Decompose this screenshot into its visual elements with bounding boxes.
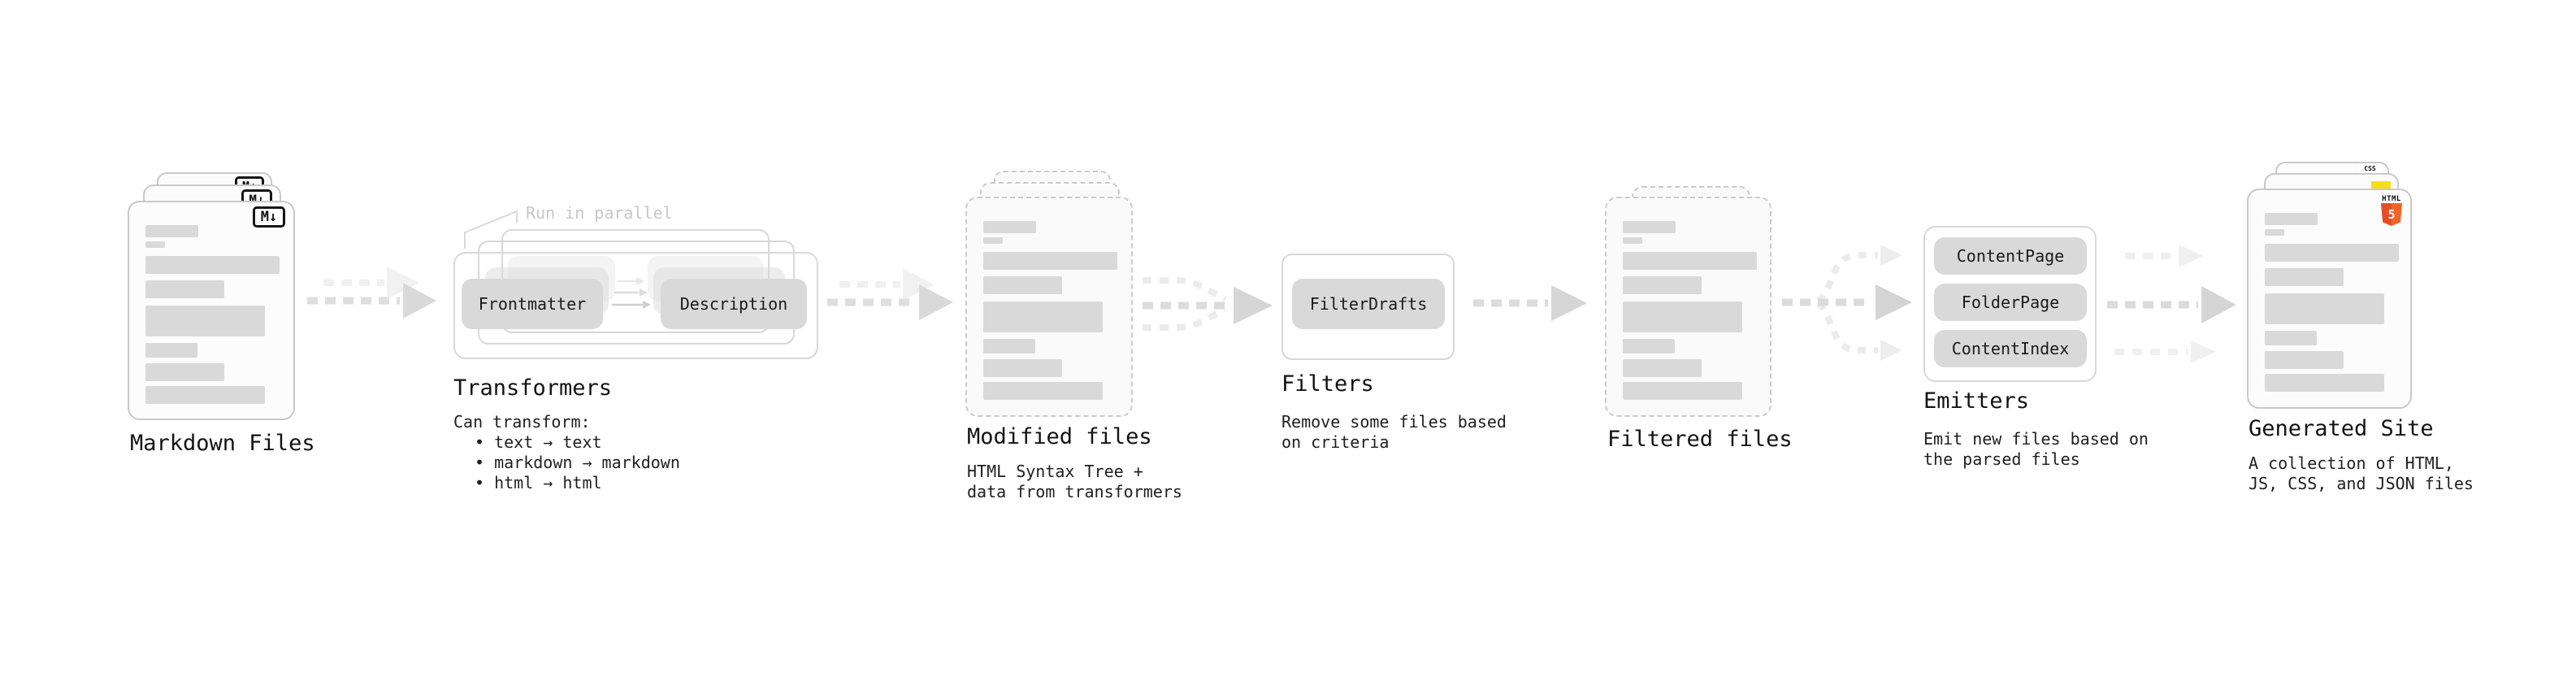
stage-label-generated-site: Generated Site	[2249, 416, 2434, 441]
text-line-placeholder	[2265, 268, 2344, 286]
parallel-arrows-icon	[612, 277, 651, 309]
description-line: • html → html	[475, 473, 602, 492]
css-badge-text: CSS	[2364, 165, 2376, 172]
run-in-parallel-caption: Run in parallel	[526, 203, 673, 223]
file-card-front: M↓	[128, 201, 295, 420]
text-line-placeholder	[983, 339, 1035, 354]
text-line-placeholder	[983, 221, 1036, 233]
stage-label-transformers: Transformers	[453, 375, 613, 401]
text-line-placeholder	[145, 225, 198, 237]
description-line: Remove some files based	[1281, 412, 1507, 432]
text-line-placeholder	[145, 306, 265, 336]
emitter-node-folderpage: FolderPage	[1934, 284, 2087, 321]
emitters-description: Emit new files based on the parsed files	[1923, 429, 2149, 470]
stage-label-filtered-files: Filtered files	[1607, 427, 1793, 452]
markdown-icon: M↓	[253, 206, 285, 228]
text-line-placeholder	[2265, 374, 2384, 392]
filters-description: Remove some files based on criteria	[1281, 412, 1507, 453]
html5-shield-highlight	[2392, 203, 2402, 226]
html5-shield: 5	[2381, 203, 2402, 226]
transformer-node-frontmatter: Frontmatter	[462, 279, 603, 329]
text-line-placeholder	[1623, 237, 1642, 244]
emitter-node-contentpage: ContentPage	[1934, 237, 2087, 275]
file-card-front	[1605, 197, 1772, 417]
text-line-placeholder	[2265, 229, 2284, 236]
description-line: • markdown → markdown	[475, 453, 680, 472]
flow-arrow	[1473, 285, 1587, 321]
text-line-placeholder	[2265, 244, 2399, 262]
annotation-leader-line	[464, 210, 518, 249]
description-line: • text → text	[475, 432, 602, 452]
description-line: JS, CSS, and JSON files	[2249, 474, 2474, 493]
description-line: data from transformers	[967, 482, 1182, 501]
text-line-placeholder	[2265, 213, 2318, 225]
html5-badge-number: 5	[2387, 207, 2396, 222]
flow-arrow	[307, 267, 436, 319]
html5-badge-text: HTML	[2382, 195, 2401, 203]
html5-icon: HTML 5	[2379, 195, 2404, 226]
text-line-placeholder	[983, 237, 1003, 244]
text-line-placeholder	[1623, 276, 1702, 294]
description-line: the parsed files	[1923, 449, 2080, 469]
text-line-placeholder	[2265, 351, 2344, 369]
text-line-placeholder	[1623, 339, 1675, 354]
emitters-box	[1923, 226, 2097, 382]
file-card-front: HTML 5	[2247, 189, 2412, 409]
text-line-placeholder	[983, 276, 1062, 294]
text-line-placeholder	[1623, 252, 1757, 270]
flow-arrow-split	[1782, 245, 1912, 361]
modified-files-description: HTML Syntax Tree + data from transformer…	[967, 462, 1182, 502]
text-line-placeholder	[145, 363, 224, 381]
transformers-layer-front	[453, 252, 818, 359]
description-line: HTML Syntax Tree +	[967, 462, 1143, 481]
text-line-placeholder	[983, 301, 1103, 332]
text-line-placeholder	[1623, 382, 1742, 400]
text-line-placeholder	[1623, 359, 1702, 377]
file-card-front	[965, 197, 1133, 417]
text-line-placeholder	[983, 359, 1062, 377]
filters-box	[1281, 254, 1455, 360]
text-line-placeholder	[983, 252, 1117, 270]
transformer-node-description: Description	[661, 279, 807, 329]
stage-label-emitters: Emitters	[1923, 388, 2030, 414]
stage-label-markdown-files: Markdown Files	[130, 431, 315, 456]
text-line-placeholder	[2265, 331, 2317, 345]
emitter-node-contentindex: ContentIndex	[1934, 330, 2087, 367]
description-line: A collection of HTML,	[2249, 453, 2454, 473]
text-line-placeholder	[145, 241, 165, 248]
text-line-placeholder	[1623, 301, 1742, 332]
text-line-placeholder	[2265, 293, 2384, 324]
flow-arrow	[827, 268, 953, 320]
description-line: Can transform:	[453, 412, 591, 432]
filter-node-filterdrafts: FilterDrafts	[1292, 279, 1445, 329]
stage-label-filters: Filters	[1281, 371, 1374, 397]
description-line: on criteria	[1281, 432, 1390, 452]
flow-arrow-merge	[1143, 277, 1273, 331]
text-line-placeholder	[145, 280, 224, 298]
transformers-description: Can transform: • text → text • markdown …	[453, 412, 680, 493]
text-line-placeholder	[145, 343, 197, 358]
text-line-placeholder	[983, 382, 1103, 400]
flow-arrows-parallel	[2107, 245, 2236, 363]
text-line-placeholder	[145, 256, 280, 274]
stage-label-modified-files: Modified files	[967, 424, 1152, 449]
description-line: Emit new files based on	[1923, 429, 2149, 449]
text-line-placeholder	[1623, 221, 1676, 233]
generated-site-description: A collection of HTML, JS, CSS, and JSON …	[2249, 453, 2474, 494]
text-line-placeholder	[145, 386, 265, 404]
